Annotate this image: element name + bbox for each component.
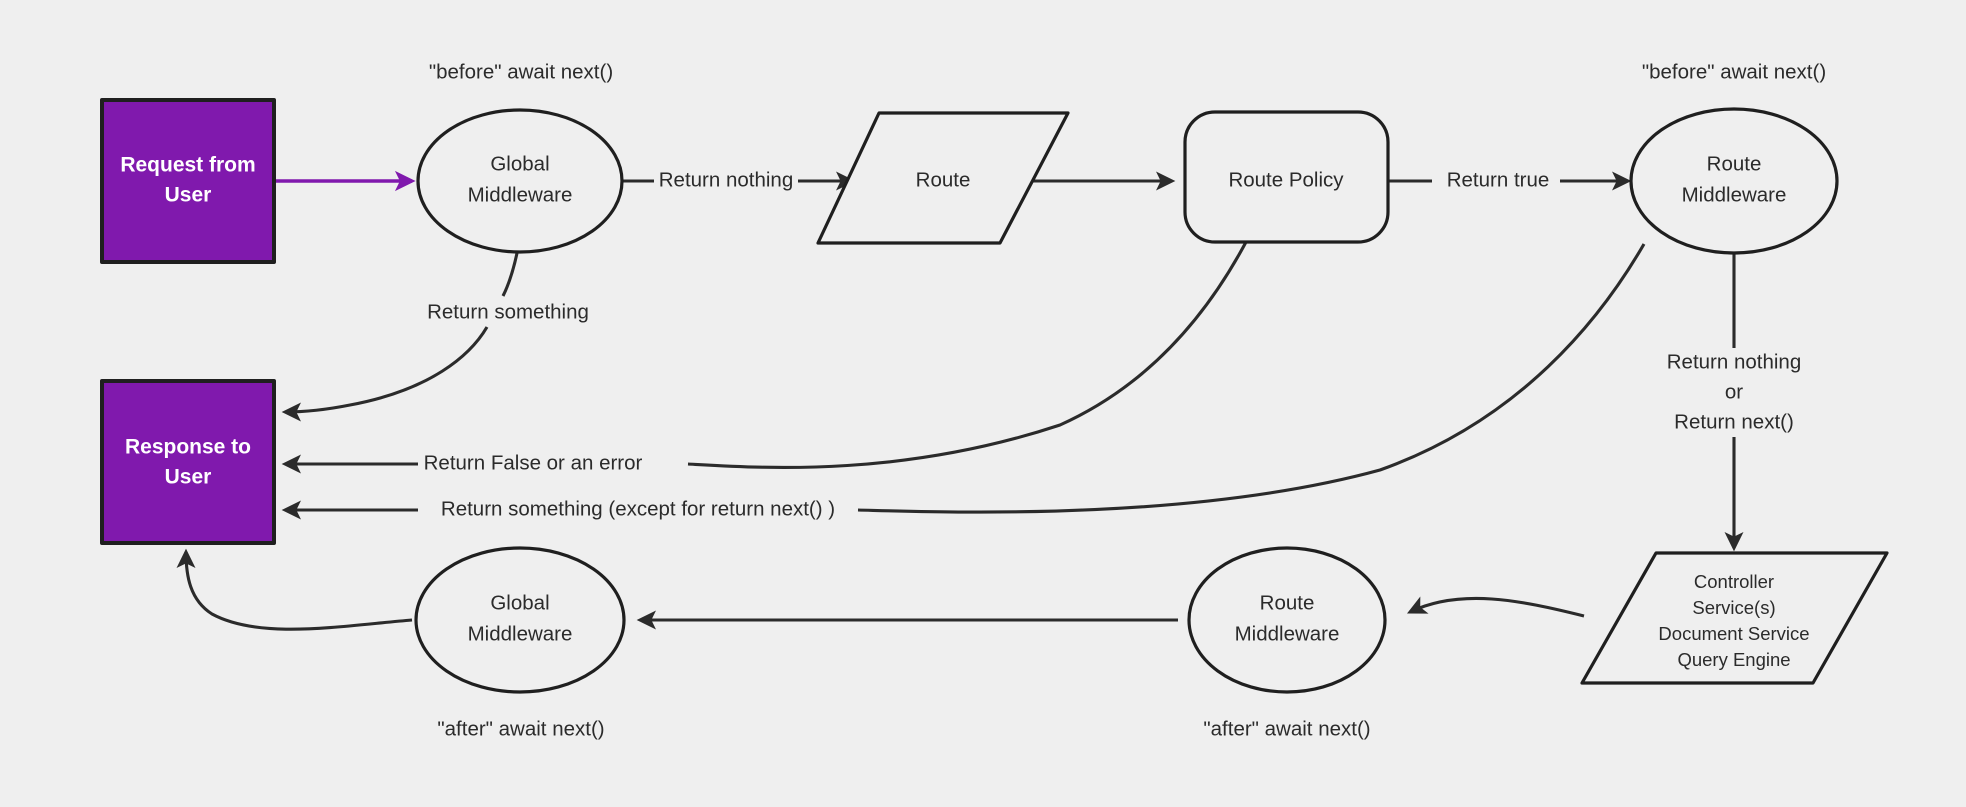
node-route-policy[interactable]: Route Policy — [1183, 110, 1390, 244]
handler-label-line2: Service(s) — [1692, 597, 1775, 618]
edge-label-return-nothing-or-next-line3: Return next() — [1674, 410, 1794, 433]
edge-label-return-something-except-next: Return something (except for return next… — [441, 497, 835, 520]
global-middleware-after-label-line2: Middleware — [468, 622, 573, 645]
route-middleware-after-label-line2: Middleware — [1235, 622, 1340, 645]
route-parallelogram[interactable] — [816, 111, 1070, 245]
node-route-middleware-before[interactable]: Route Middleware — [1629, 107, 1839, 255]
node-global-middleware-before[interactable]: Global Middleware — [416, 108, 624, 254]
edge-route-policy-return-false-right — [687, 241, 1248, 469]
edge-handler-to-route-middleware-after — [1406, 596, 1585, 618]
response-to-user-box[interactable] — [100, 379, 276, 545]
edge-label-return-true: Return true — [1447, 168, 1550, 191]
response-to-user-label-line1: Response to — [125, 436, 251, 459]
request-from-user-box[interactable] — [100, 98, 276, 264]
route-middleware-after-ellipse[interactable] — [1187, 546, 1387, 694]
annotation-after-await-next-global: "after" await next() — [437, 717, 604, 740]
node-request-from-user[interactable]: Request from User — [100, 98, 276, 264]
handler-label-line3: Document Service — [1658, 623, 1809, 644]
global-middleware-before-ellipse[interactable] — [416, 108, 624, 254]
route-middleware-before-label-line1: Route — [1707, 152, 1762, 175]
node-handler[interactable]: Controller Service(s) Document Service Q… — [1580, 551, 1889, 685]
edge-route-middleware-return-something-right — [857, 243, 1646, 514]
handler-label-line1: Controller — [1694, 571, 1774, 592]
global-middleware-after-label-line1: Global — [490, 591, 549, 614]
handler-label-line4: Query Engine — [1677, 649, 1790, 670]
handler-parallelogram[interactable] — [1580, 551, 1889, 685]
global-middleware-before-label-line2: Middleware — [468, 183, 573, 206]
edge-global-middleware-return-something-lower — [281, 326, 489, 422]
annotation-before-await-next-route: "before" await next() — [1642, 60, 1826, 83]
response-to-user-label-line2: User — [165, 466, 212, 489]
edge-label-return-nothing-or-next-line2: or — [1725, 380, 1743, 403]
route-middleware-after-label-line1: Route — [1260, 591, 1315, 614]
global-middleware-after-ellipse[interactable] — [414, 546, 626, 694]
route-middleware-before-ellipse[interactable] — [1629, 107, 1839, 255]
route-label: Route — [916, 168, 971, 191]
edge-label-return-nothing-or-next-line1: Return nothing — [1667, 350, 1801, 373]
edge-global-middleware-after-to-response — [176, 548, 413, 631]
edge-label-return-something: Return something — [427, 300, 589, 323]
node-response-to-user[interactable]: Response to User — [100, 379, 276, 545]
node-route[interactable]: Route — [816, 111, 1070, 245]
request-from-user-label-line1: Request from — [120, 154, 255, 177]
edge-label-return-nothing: Return nothing — [659, 168, 793, 191]
request-from-user-label-line2: User — [165, 184, 212, 207]
node-global-middleware-after[interactable]: Global Middleware — [414, 546, 626, 694]
route-policy-box[interactable] — [1183, 110, 1390, 244]
route-middleware-before-label-line2: Middleware — [1682, 183, 1787, 206]
route-policy-label: Route Policy — [1228, 168, 1344, 191]
global-middleware-before-label-line1: Global — [490, 152, 549, 175]
annotation-before-await-next-global: "before" await next() — [429, 60, 613, 83]
edge-label-return-false-or-error: Return False or an error — [424, 451, 643, 474]
annotation-after-await-next-route: "after" await next() — [1203, 717, 1370, 740]
node-route-middleware-after[interactable]: Route Middleware — [1187, 546, 1387, 694]
